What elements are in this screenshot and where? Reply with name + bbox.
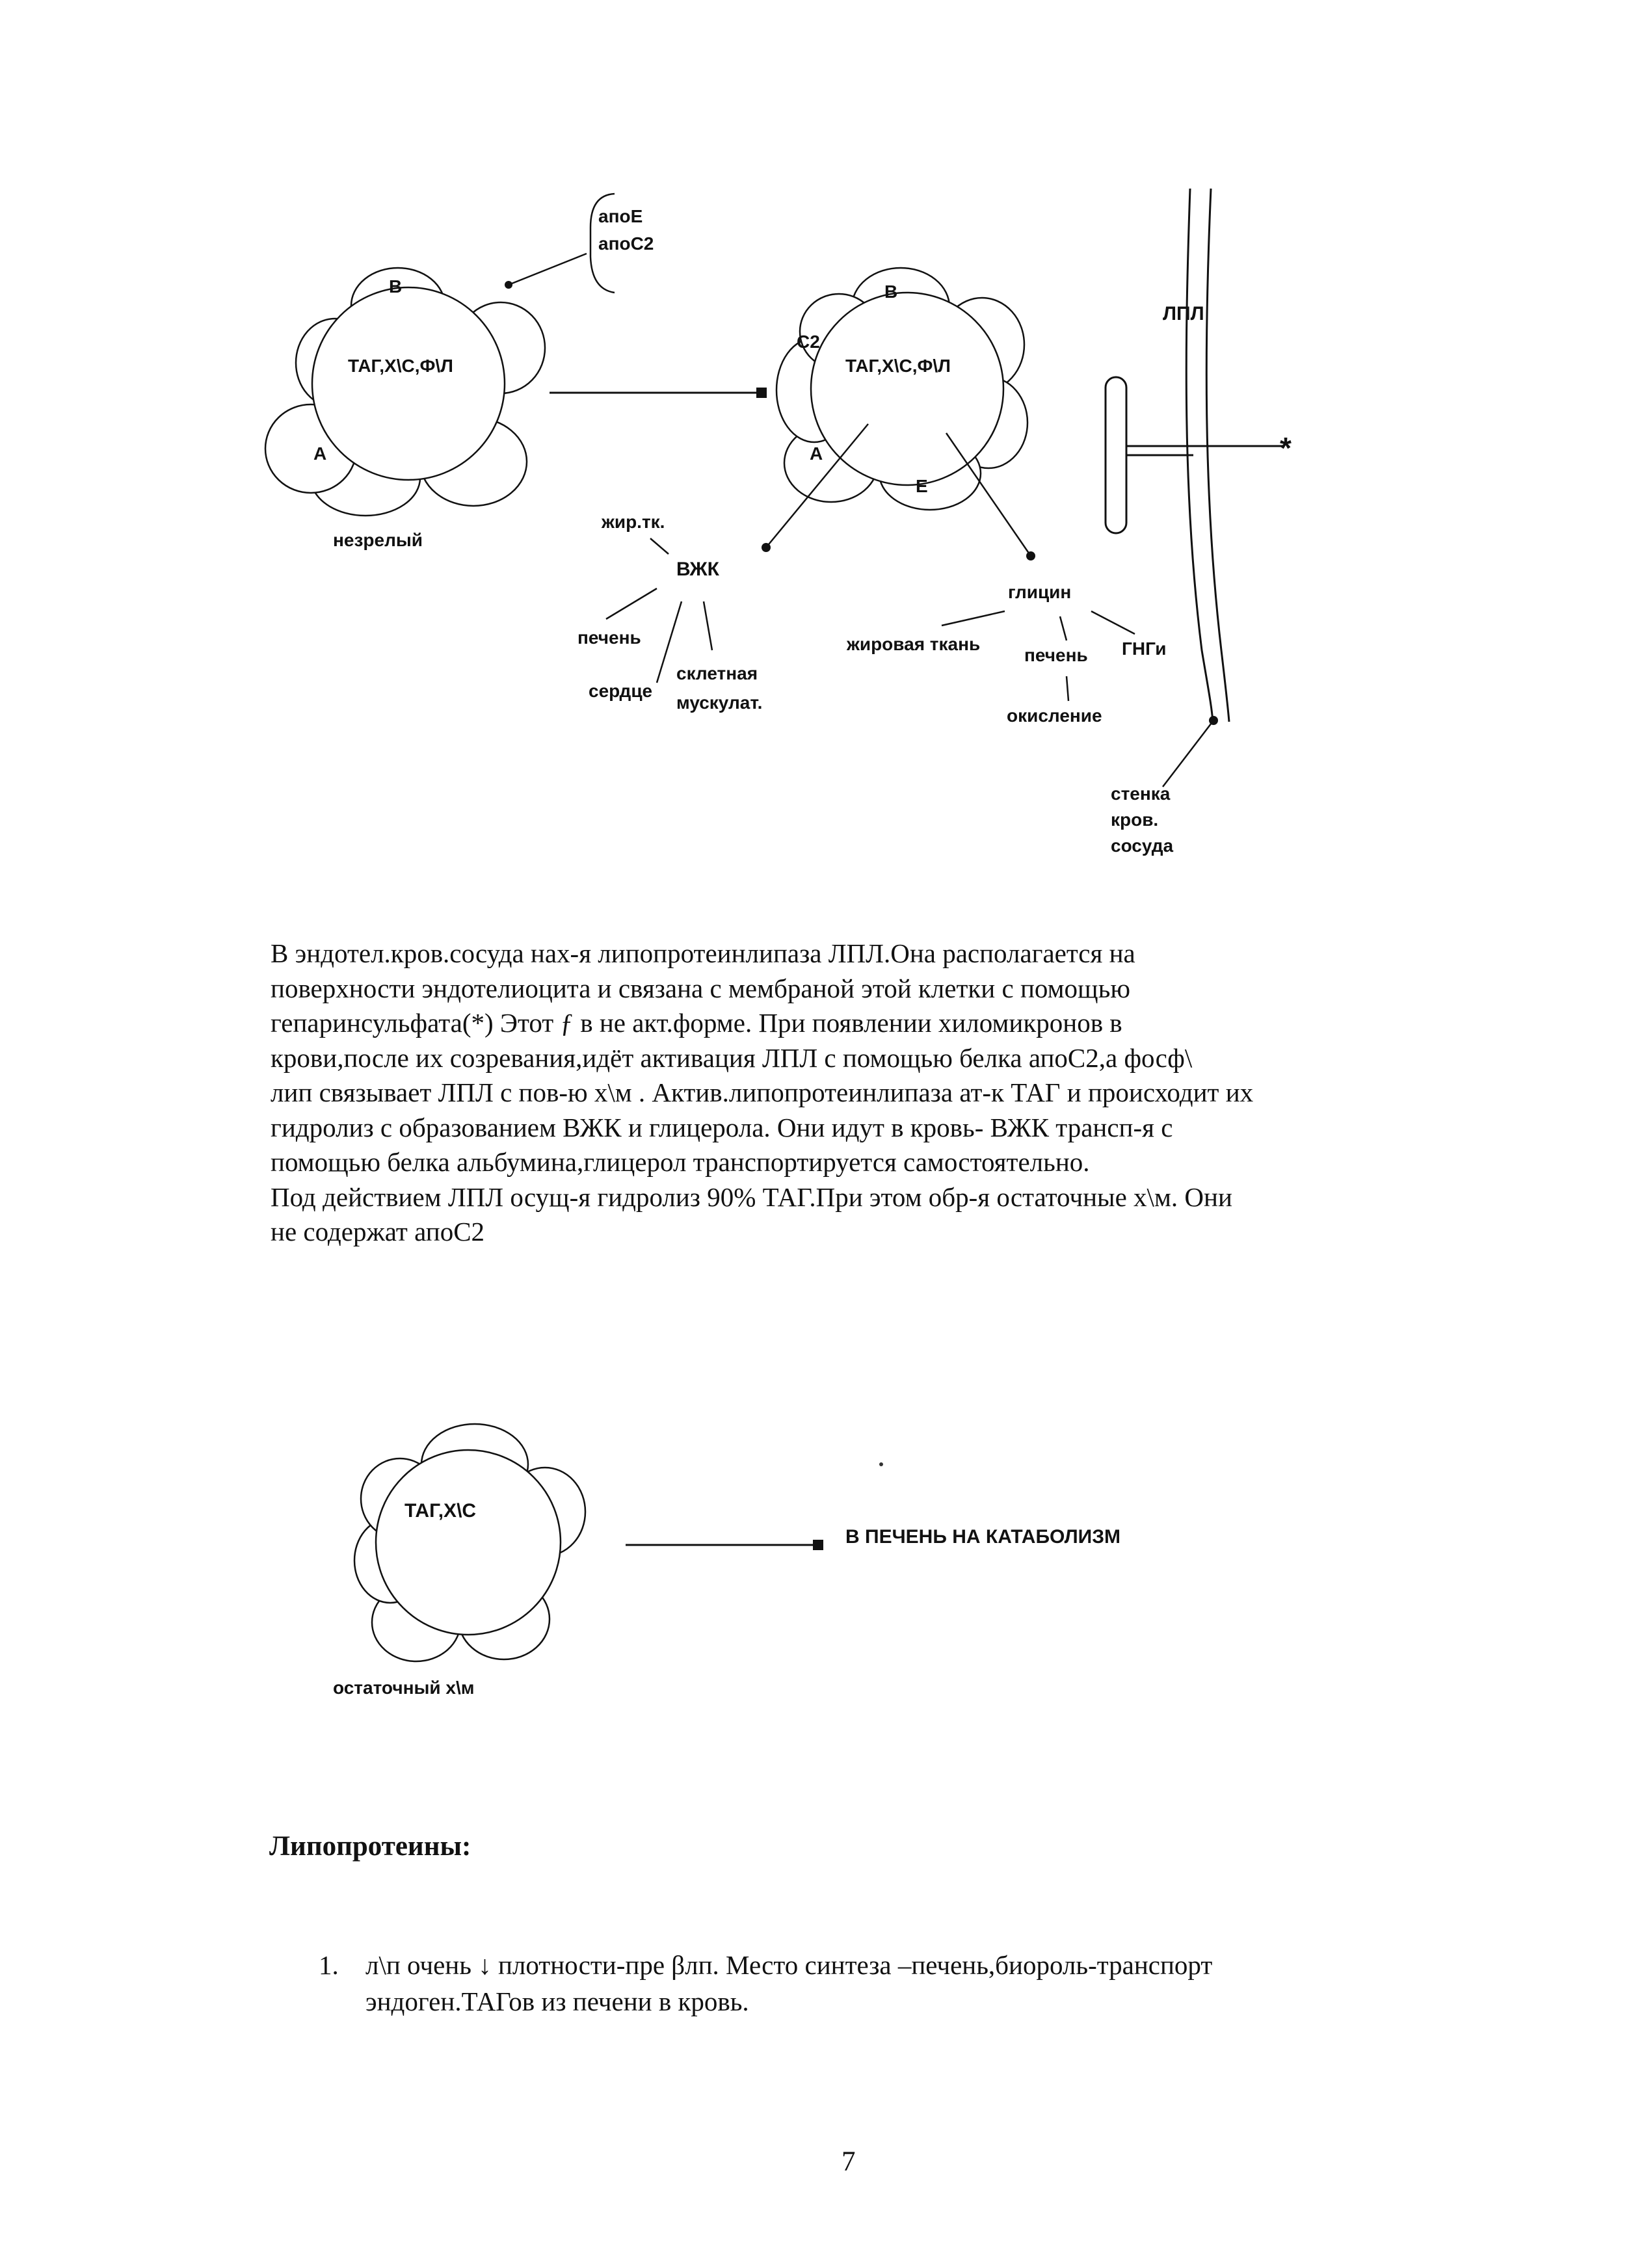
glycerol-pointer-dot bbox=[1026, 551, 1035, 560]
ffa-muscle-label-2: мускулат. bbox=[676, 692, 762, 713]
branch-line bbox=[1091, 610, 1135, 635]
catabolism-arrow-head bbox=[813, 1540, 823, 1550]
apo-pointer-line bbox=[508, 252, 587, 286]
immature-petal-b: В bbox=[389, 276, 402, 297]
lpl-anchor bbox=[1104, 376, 1284, 534]
branch-line bbox=[702, 601, 713, 651]
ffa-pointer-dot bbox=[762, 543, 771, 552]
mature-petal-a: А bbox=[810, 443, 823, 464]
ffa-heart-label: сердце bbox=[589, 681, 652, 701]
glycerol-oxidation-label: окисление bbox=[1007, 705, 1102, 726]
apo-e-label: апоЕ bbox=[598, 206, 643, 226]
vessel-wall-label-3: сосуда bbox=[1111, 836, 1174, 856]
core-circle bbox=[311, 286, 506, 481]
immature-chylomicron bbox=[264, 267, 546, 517]
mature-petal-b: В bbox=[884, 282, 897, 302]
ffa-liver-label: печень bbox=[577, 627, 641, 648]
bracket-curve bbox=[589, 192, 615, 294]
section-heading: Липопротеины: bbox=[269, 1831, 471, 1862]
branch-line bbox=[941, 610, 1005, 627]
list-item-line: эндоген.ТАГов из печени в кровь. bbox=[365, 1986, 749, 2016]
branch-line bbox=[650, 538, 669, 555]
vessel-wall-pointer-line bbox=[1162, 720, 1214, 787]
core-circle bbox=[375, 1449, 562, 1636]
glycerol-branch-lines bbox=[941, 610, 1135, 702]
glycerol-liver-label: печень bbox=[1024, 645, 1088, 665]
remnant-caption: остаточный х\м bbox=[333, 1678, 474, 1698]
vessel-wall-label-2: кров. bbox=[1111, 810, 1158, 830]
remnant-chylomicron bbox=[353, 1423, 587, 1663]
paragraph-line: лип связывает ЛПЛ с пов-ю х\м . Актив.ли… bbox=[271, 1077, 1254, 1107]
ffa-pointer-line bbox=[765, 423, 869, 548]
apo-pointer-dot bbox=[505, 281, 512, 289]
vessel-wall bbox=[1185, 188, 1230, 722]
ffa-muscle-label-1: склетная bbox=[676, 663, 758, 683]
immature-petal-a: А bbox=[313, 443, 326, 464]
core-circle bbox=[810, 291, 1005, 486]
hydrolysis-pointers bbox=[765, 423, 1032, 557]
page-number: 7 bbox=[842, 2146, 856, 2177]
mature-petal-e: Е bbox=[916, 476, 928, 496]
list-item-text: л\п очень ↓ плотности-пре βлп. Место син… bbox=[365, 1947, 1523, 2020]
mature-chylomicron bbox=[775, 267, 1029, 511]
immature-caption: незрелый bbox=[333, 530, 423, 550]
list-item-number: 1. bbox=[319, 1950, 339, 1980]
body-paragraph: В эндотел.кров.сосуда нах-я липопротеинл… bbox=[271, 936, 1519, 1250]
ffa-center-label: ВЖК bbox=[676, 559, 720, 580]
remnant-core-label: ТАГ,Х\С bbox=[404, 1500, 476, 1522]
catabolism-destination-label: В ПЕЧЕНЬ НА КАТАБОЛИЗМ bbox=[845, 1526, 1120, 1548]
immature-core-label: ТАГ,Х\С,Ф\Л bbox=[348, 356, 453, 376]
list-item-line: л\п очень ↓ плотности-пре βлп. Место син… bbox=[365, 1950, 1213, 1980]
vessel-wall-label-1: стенка bbox=[1111, 784, 1171, 804]
branch-line bbox=[605, 587, 657, 620]
paragraph-line: поверхности эндотелиоцита и связана с ме… bbox=[271, 973, 1130, 1003]
ffa-adipose-label: жир.тк. bbox=[601, 512, 665, 532]
lpl-label: ЛПЛ bbox=[1163, 303, 1204, 324]
paragraph-line: помощью белка альбумина,глицерол транспо… bbox=[271, 1147, 1090, 1177]
mature-core-label: ТАГ,Х\С,Ф\Л bbox=[845, 356, 951, 376]
glycerol-gng-label: ГНГи bbox=[1122, 639, 1166, 659]
glycerol-adipose-label: жировая ткань bbox=[846, 634, 980, 654]
apo-c2-label: апоС2 bbox=[598, 233, 654, 254]
branch-line bbox=[1065, 676, 1070, 702]
heparan-sulfate-star: * bbox=[1280, 431, 1292, 465]
paragraph-line: В эндотел.кров.сосуда нах-я липопротеинл… bbox=[271, 938, 1135, 968]
lpl-enzyme-body bbox=[1104, 376, 1128, 534]
vessel-wall-line-outer bbox=[1185, 188, 1214, 722]
paragraph-line: крови,после их созревания,идёт активация… bbox=[271, 1042, 1193, 1073]
branch-line bbox=[656, 601, 683, 683]
mature-petal-c2: С2 bbox=[797, 332, 820, 352]
glycerol-pointer-line bbox=[945, 432, 1032, 557]
paragraph-line: гидролиз с образованием ВЖК и глицерола.… bbox=[271, 1112, 1173, 1142]
ffa-branch-lines bbox=[605, 538, 713, 683]
paragraph-line: гепаринсульфата(*) Этот ƒ в не акт.форме… bbox=[271, 1008, 1122, 1038]
apo-bracket-group bbox=[508, 192, 615, 294]
glycerol-center-label: глицин bbox=[1008, 582, 1071, 602]
scan-speck bbox=[879, 1462, 883, 1466]
vessel-wall-line-inner bbox=[1205, 188, 1230, 722]
branch-line bbox=[1059, 616, 1068, 641]
paragraph-line: Под действием ЛПЛ осущ-я гидролиз 90% ТА… bbox=[271, 1181, 1232, 1212]
paragraph-line: не содержат апоС2 bbox=[271, 1217, 485, 1246]
maturation-arrow-head bbox=[756, 388, 767, 398]
